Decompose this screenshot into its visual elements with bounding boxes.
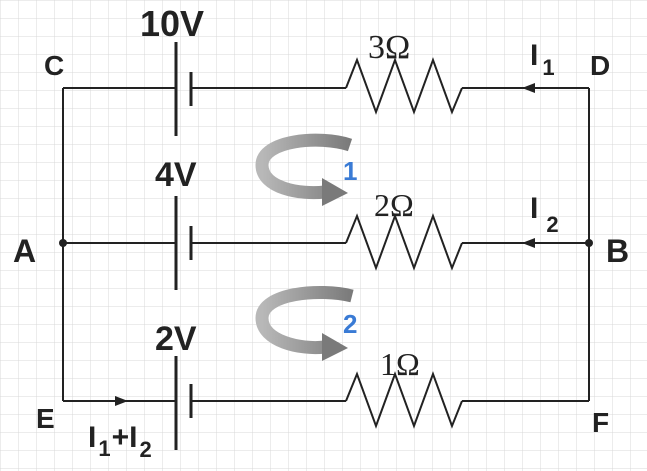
battery-bottom bbox=[174, 356, 193, 450]
current-arrow-bottom bbox=[115, 396, 128, 406]
junction-b bbox=[585, 239, 593, 247]
resistor-middle bbox=[345, 213, 463, 271]
node-label-c: C bbox=[44, 50, 64, 81]
voltage-label-bottom: 2V bbox=[155, 320, 197, 358]
current-label-total: I1+I2 bbox=[88, 421, 152, 462]
node-label-e: E bbox=[36, 403, 55, 434]
loop-label-1: 1 bbox=[343, 156, 357, 186]
resistance-label-top: 3Ω bbox=[368, 29, 410, 66]
voltage-label-middle: 4V bbox=[155, 156, 197, 194]
node-label-d: D bbox=[590, 50, 610, 81]
node-label-f: F bbox=[592, 407, 609, 438]
current-arrow-top bbox=[522, 83, 535, 93]
voltage-label-top: 10V bbox=[140, 3, 204, 44]
loop-arrow-1 bbox=[255, 133, 353, 206]
battery-top bbox=[174, 42, 193, 136]
junction-a bbox=[59, 239, 67, 247]
resistance-label-middle: 2Ω bbox=[374, 187, 414, 223]
battery-middle bbox=[174, 196, 193, 290]
node-label-a: A bbox=[13, 233, 36, 269]
resistor-top bbox=[345, 57, 463, 115]
resistance-label-bottom: 1Ω bbox=[380, 346, 420, 382]
current-arrow-middle bbox=[522, 238, 535, 248]
resistor-bottom bbox=[345, 371, 463, 429]
node-label-b: B bbox=[606, 233, 629, 269]
loop-label-2: 2 bbox=[343, 309, 357, 339]
loop-arrow-2 bbox=[255, 285, 354, 361]
